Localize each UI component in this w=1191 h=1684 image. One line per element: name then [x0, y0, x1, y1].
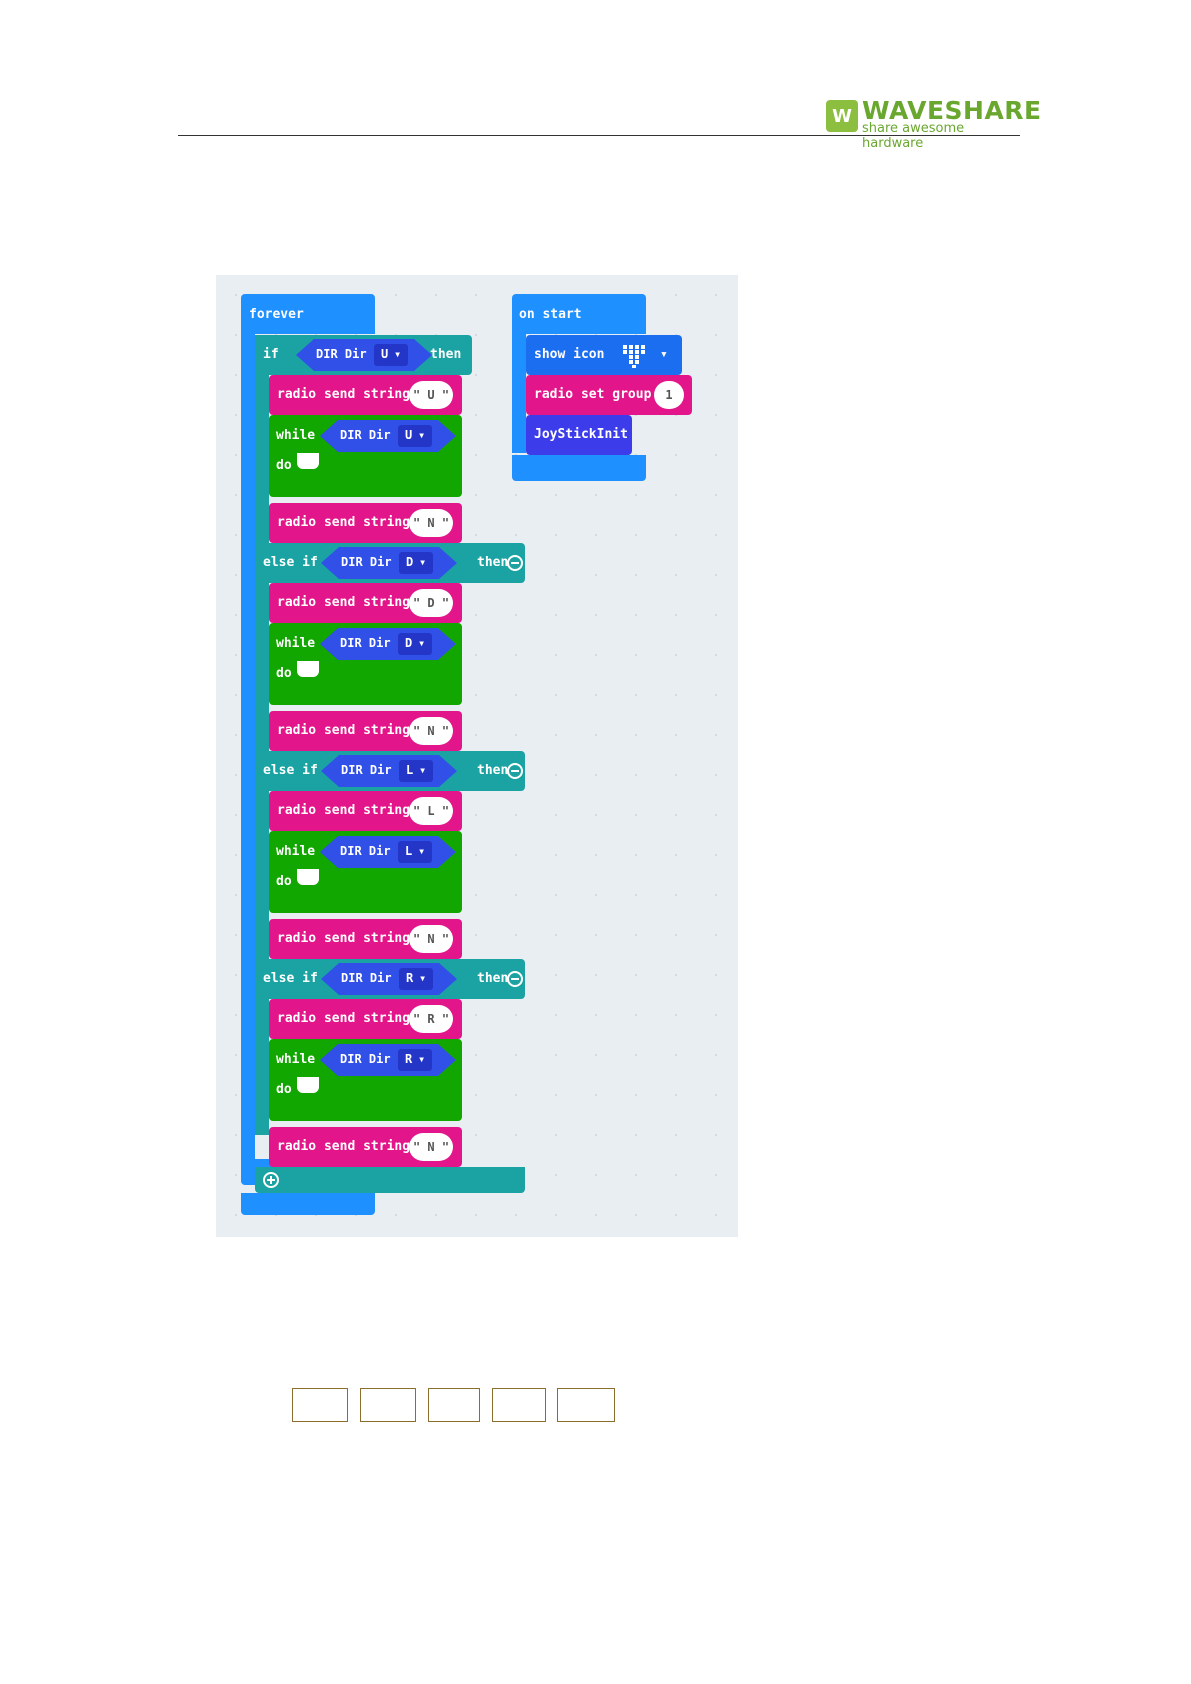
joystick-init-label: JoyStickInit: [534, 427, 628, 442]
do-slot: [297, 453, 319, 469]
radio-send-d[interactable]: radio send string " D ": [269, 583, 462, 623]
do-label: do: [276, 458, 292, 473]
empty-box: [557, 1388, 615, 1422]
radio-set-group-block[interactable]: radio set group 1: [526, 375, 692, 415]
dir-condition-l[interactable]: DIR Dir L ▾: [321, 755, 457, 787]
dir-condition-d[interactable]: DIR Dir D ▾: [321, 547, 457, 579]
remove-branch-icon[interactable]: [507, 763, 523, 779]
radio-set-group-label: radio set group: [534, 387, 652, 402]
on-start-footer: [512, 455, 646, 481]
if-rail: [255, 335, 269, 1135]
then-label: then: [430, 347, 462, 362]
on-start-block[interactable]: on start: [512, 294, 646, 334]
radio-send-label: radio send string: [277, 387, 411, 402]
string-value[interactable]: " U ": [409, 381, 453, 409]
makecode-workspace[interactable]: forever if then DIR Dir U ▾ radio send s…: [216, 275, 738, 1237]
radio-send-n3[interactable]: radio send string " N ": [269, 919, 462, 959]
group-value[interactable]: 1: [654, 381, 684, 409]
on-start-rail: [512, 333, 526, 453]
forever-block[interactable]: forever: [241, 294, 375, 334]
remove-branch-icon[interactable]: [507, 971, 523, 987]
brand-name: WAVESHARE: [862, 96, 1042, 125]
waveshare-logo: W WAVESHARE share awesome hardware: [826, 96, 1041, 151]
while-label: while: [276, 428, 316, 443]
heart-icon[interactable]: [620, 343, 648, 369]
empty-box: [360, 1388, 416, 1422]
remove-branch-icon[interactable]: [507, 555, 523, 571]
forever-label: forever: [249, 307, 304, 322]
logo-mark-icon: W: [826, 100, 858, 132]
radio-send-n1[interactable]: radio send string " N ": [269, 503, 462, 543]
show-icon-label: show icon: [534, 347, 605, 362]
dir-dropdown[interactable]: U ▾: [374, 344, 408, 366]
header-divider: [178, 135, 1020, 136]
if-footer: [255, 1167, 525, 1193]
radio-send-r[interactable]: radio send string " R ": [269, 999, 462, 1039]
joystick-init-block[interactable]: JoyStickInit: [526, 415, 632, 455]
dir-condition-d2[interactable]: DIR Dir D ▾: [320, 628, 456, 660]
dir-condition-r2[interactable]: DIR Dir R ▾: [320, 1044, 456, 1076]
empty-box: [492, 1388, 546, 1422]
chevron-down-icon[interactable]: ▾: [660, 347, 668, 362]
radio-send-n4[interactable]: radio send string " N ": [269, 1127, 462, 1167]
forever-bottom: [241, 1193, 375, 1215]
radio-send-u[interactable]: radio send string " U ": [269, 375, 462, 415]
dir-condition-u[interactable]: DIR Dir U ▾: [296, 339, 432, 371]
add-branch-icon[interactable]: [263, 1172, 279, 1188]
empty-box: [292, 1388, 348, 1422]
dir-label: DIR Dir: [316, 347, 367, 361]
empty-box: [428, 1388, 480, 1422]
show-icon-block[interactable]: show icon ▾: [526, 335, 682, 375]
forever-rail: [241, 333, 255, 1163]
dir-condition-l2[interactable]: DIR Dir L ▾: [320, 836, 456, 868]
radio-send-l[interactable]: radio send string " L ": [269, 791, 462, 831]
if-label: if: [263, 347, 279, 362]
on-start-label: on start: [519, 307, 582, 322]
dir-condition-r[interactable]: DIR Dir R ▾: [321, 963, 457, 995]
dir-condition-u2[interactable]: DIR Dir U ▾: [320, 420, 456, 452]
radio-send-n2[interactable]: radio send string " N ": [269, 711, 462, 751]
brand-tagline: share awesome hardware: [862, 121, 965, 151]
